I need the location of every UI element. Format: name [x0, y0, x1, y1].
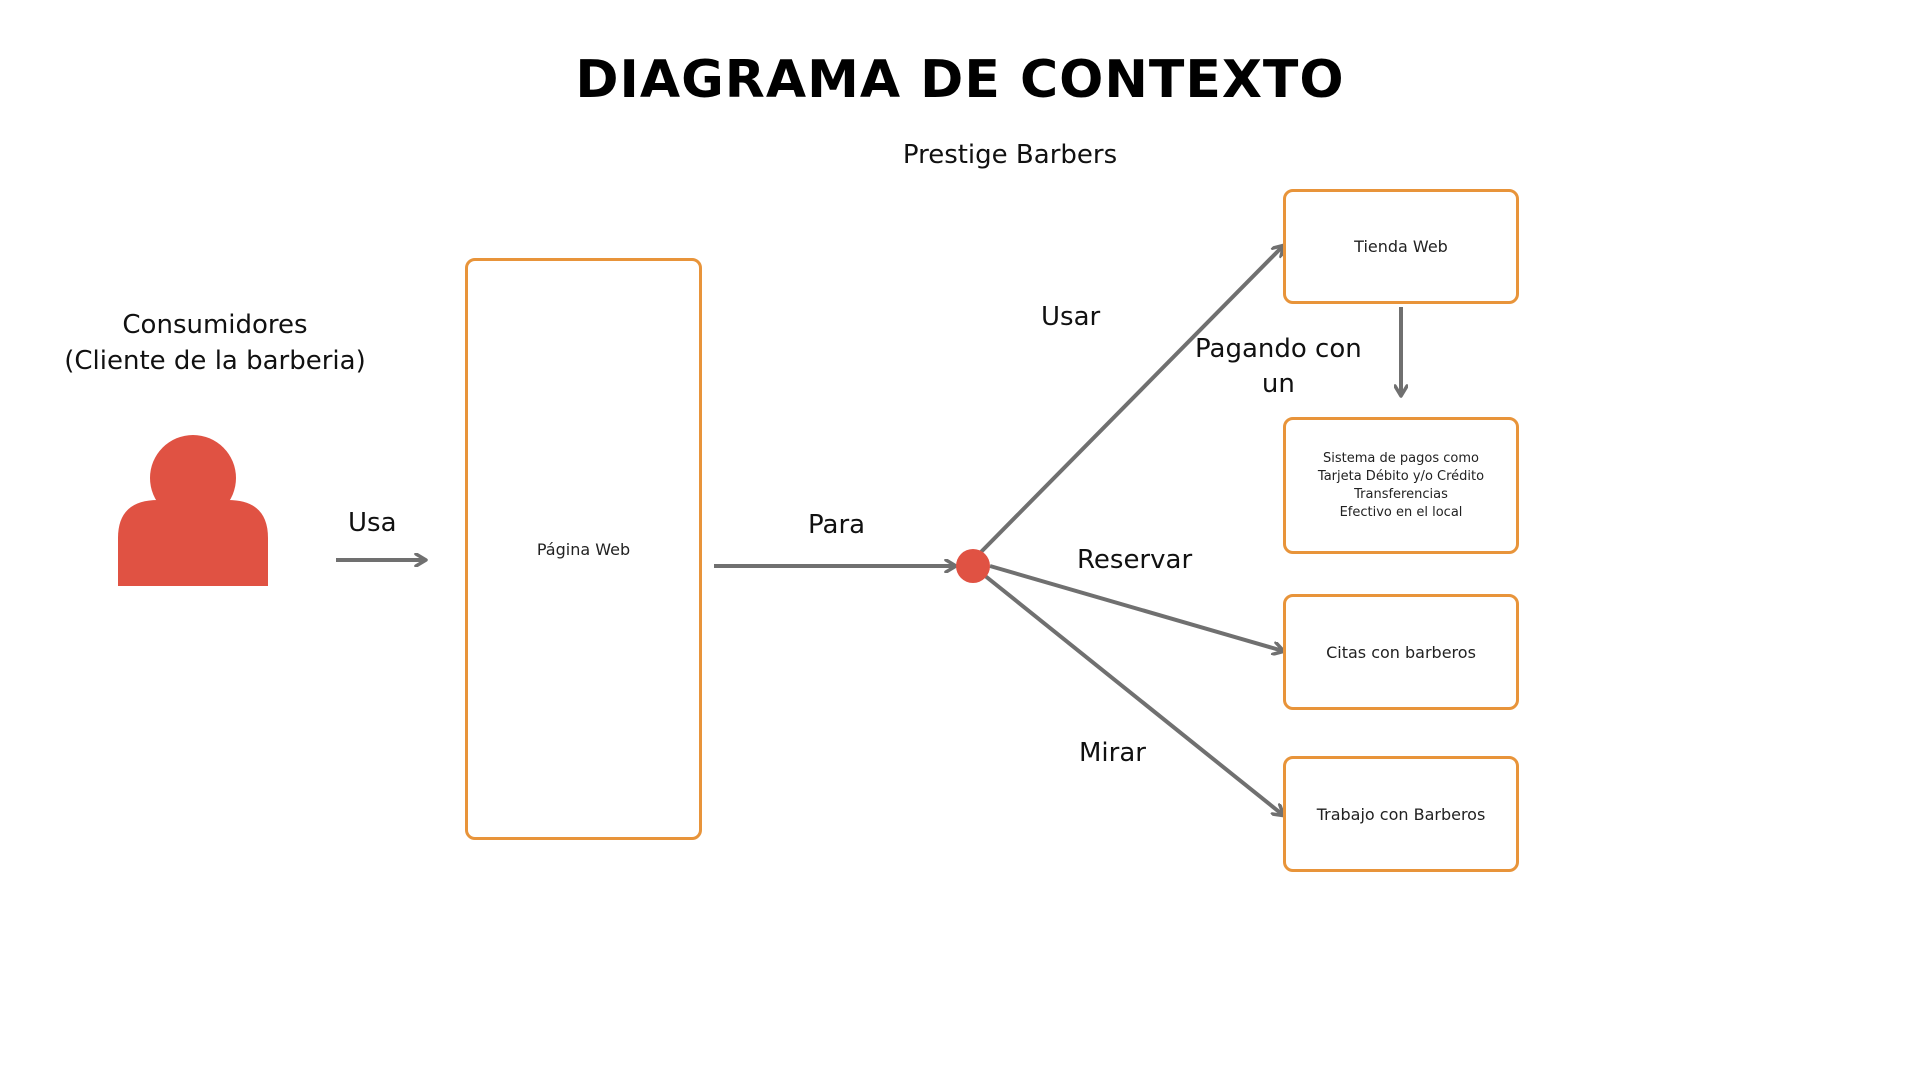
edge-label-pagando-line1: Pagando con [1195, 334, 1362, 364]
arrow-junction-to-trabajo [982, 573, 1283, 815]
payment-line-4: Efectivo en el local [1339, 504, 1463, 520]
edge-label-reservar: Reservar [1077, 545, 1193, 575]
payment-system-box: Sistema de pagos como Tarjeta Débito y/o… [1283, 417, 1519, 554]
payment-system-label: Sistema de pagos como Tarjeta Débito y/o… [1318, 450, 1484, 522]
person-body [118, 500, 268, 586]
system-name: Prestige Barbers [902, 140, 1118, 170]
person-head [150, 435, 236, 521]
citas-label: Citas con barberos [1326, 642, 1476, 662]
actor-label-line1: Consumidores [122, 310, 308, 340]
actor-label: Consumidores (Cliente de la barberia) [40, 307, 390, 379]
arrow-junction-to-citas [989, 564, 1283, 651]
payment-line-3: Transferencias [1354, 486, 1448, 502]
diagram-title: DIAGRAMA DE CONTEXTO [575, 50, 1345, 110]
web-page-box: Página Web [465, 258, 702, 840]
web-page-label: Página Web [536, 539, 631, 559]
edge-label-usar: Usar [1041, 302, 1101, 332]
junction-node [956, 549, 990, 583]
trabajo-label: Trabajo con Barberos [1316, 804, 1486, 824]
trabajo-box: Trabajo con Barberos [1283, 756, 1519, 872]
citas-box: Citas con barberos [1283, 594, 1519, 710]
payment-line-1: Sistema de pagos como [1323, 450, 1479, 466]
edge-label-mirar: Mirar [1079, 738, 1146, 768]
tienda-web-box: Tienda Web [1283, 189, 1519, 304]
edge-label-usa: Usa [348, 508, 397, 538]
tienda-web-label: Tienda Web [1354, 237, 1448, 256]
arrow-junction-to-tienda-web [979, 246, 1283, 554]
edge-label-pagando-line2: un [1261, 369, 1295, 399]
person-icon [118, 435, 268, 586]
actor-label-line2: (Cliente de la barberia) [64, 346, 366, 376]
payment-line-2: Tarjeta Débito y/o Crédito [1317, 468, 1485, 484]
edge-label-pagando: Pagando con un [1195, 332, 1362, 402]
edge-label-para: Para [808, 510, 866, 540]
